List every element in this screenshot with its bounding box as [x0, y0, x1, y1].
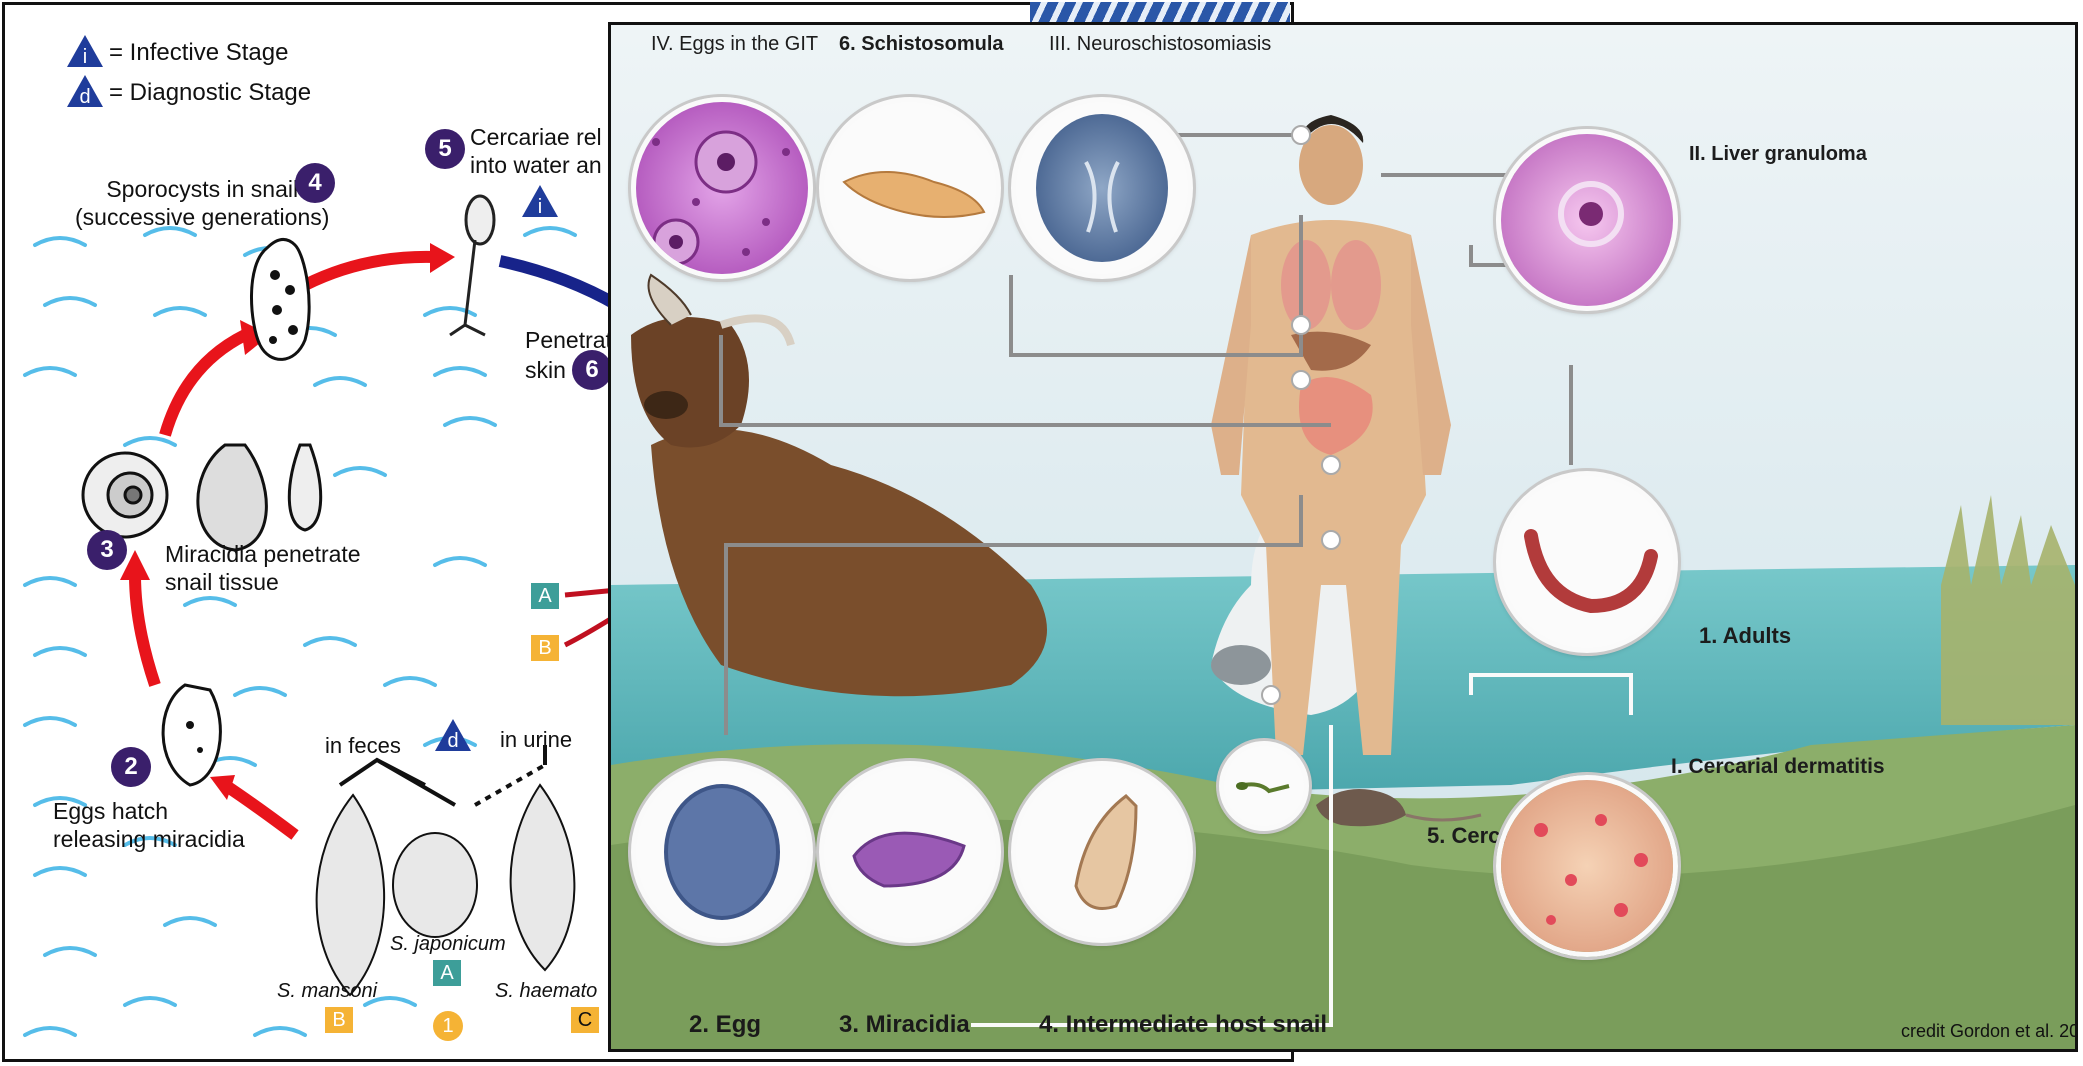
side-box-a: A	[531, 583, 559, 609]
stage-5-label: Cercariae relinto water an	[470, 123, 602, 179]
stage-4-badge: 4	[295, 163, 335, 203]
background-striped-fragment	[1030, 2, 1290, 24]
credit-text: credit Gordon et al. 2019	[1901, 1021, 2078, 1042]
species-haematobium: S. haemato	[495, 980, 597, 1003]
title-eggs-git: IV. Eggs in the GIT	[651, 33, 818, 56]
circle-miracidia	[819, 761, 1001, 943]
stage-6-badge: 6	[572, 350, 612, 390]
stage-4-label: Sporocysts in snail(successive generatio…	[75, 175, 329, 231]
svg-text:d: d	[79, 86, 90, 108]
in-feces-label: in feces	[325, 733, 401, 758]
title-adults: 1. Adults	[1699, 623, 1791, 649]
title-cercarial-dermatitis: I. Cercarial dermatitis	[1671, 755, 1885, 779]
sporocyst-drawing	[251, 239, 309, 359]
label-miracidia: 3. Miracidia	[839, 1011, 970, 1039]
circle-neuro	[1011, 97, 1193, 279]
legend-infective: = Infective Stage	[109, 39, 288, 67]
title-schistosomula: 6. Schistosomula	[839, 33, 1004, 56]
circle-eggs-git	[631, 97, 813, 279]
stage-2-badge: 2	[111, 747, 151, 787]
circle-egg	[631, 761, 813, 943]
species-box-a: A	[433, 960, 461, 986]
illustrated-panel: IV. Eggs in the GIT 6. Schistosomula III…	[608, 22, 2078, 1052]
label-egg: 2. Egg	[689, 1011, 761, 1039]
miracidium-drawing	[163, 685, 220, 785]
diagnostic-stage-icon: d	[65, 73, 105, 109]
label-snail: 4. Intermediate host snail	[1039, 1011, 1327, 1039]
circle-liver-granuloma	[1496, 129, 1678, 311]
stage-3-badge: 3	[87, 530, 127, 570]
svg-text:i: i	[83, 46, 87, 68]
side-box-b: B	[531, 635, 559, 661]
circle-snail	[1011, 761, 1193, 943]
blue-cycle-arrow	[500, 261, 617, 305]
circle-schistosomula	[819, 97, 1001, 279]
svg-text:i: i	[538, 196, 542, 218]
circle-adults	[1496, 471, 1678, 653]
species-box-c: C	[571, 1007, 599, 1033]
infective-stage-icon: i	[65, 33, 105, 69]
circle-cercarial-dermatitis	[1496, 775, 1678, 957]
stage-3-label: Miracidia penetratesnail tissue	[165, 540, 361, 596]
circle-cercariae	[1219, 741, 1309, 831]
stage-1-badge: 1	[433, 1011, 463, 1041]
diagnostic-triangle-icon: d	[433, 717, 473, 753]
species-box-b: B	[325, 1007, 353, 1033]
species-japonicum: S. japonicum	[390, 933, 506, 956]
infective-triangle-icon: i	[520, 183, 560, 219]
title-neuro: III. Neuroschistosomiasis	[1049, 33, 1271, 56]
species-mansoni: S. mansoni	[277, 980, 377, 1003]
in-urine-label: in urine	[500, 727, 572, 752]
title-liver-granuloma: II. Liver granuloma	[1689, 143, 1867, 166]
svg-text:d: d	[447, 730, 458, 752]
stage-5-badge: 5	[425, 129, 465, 169]
legend-diagnostic: = Diagnostic Stage	[109, 79, 311, 107]
stage-2-label: Eggs hatchreleasing miracidia	[53, 797, 245, 853]
